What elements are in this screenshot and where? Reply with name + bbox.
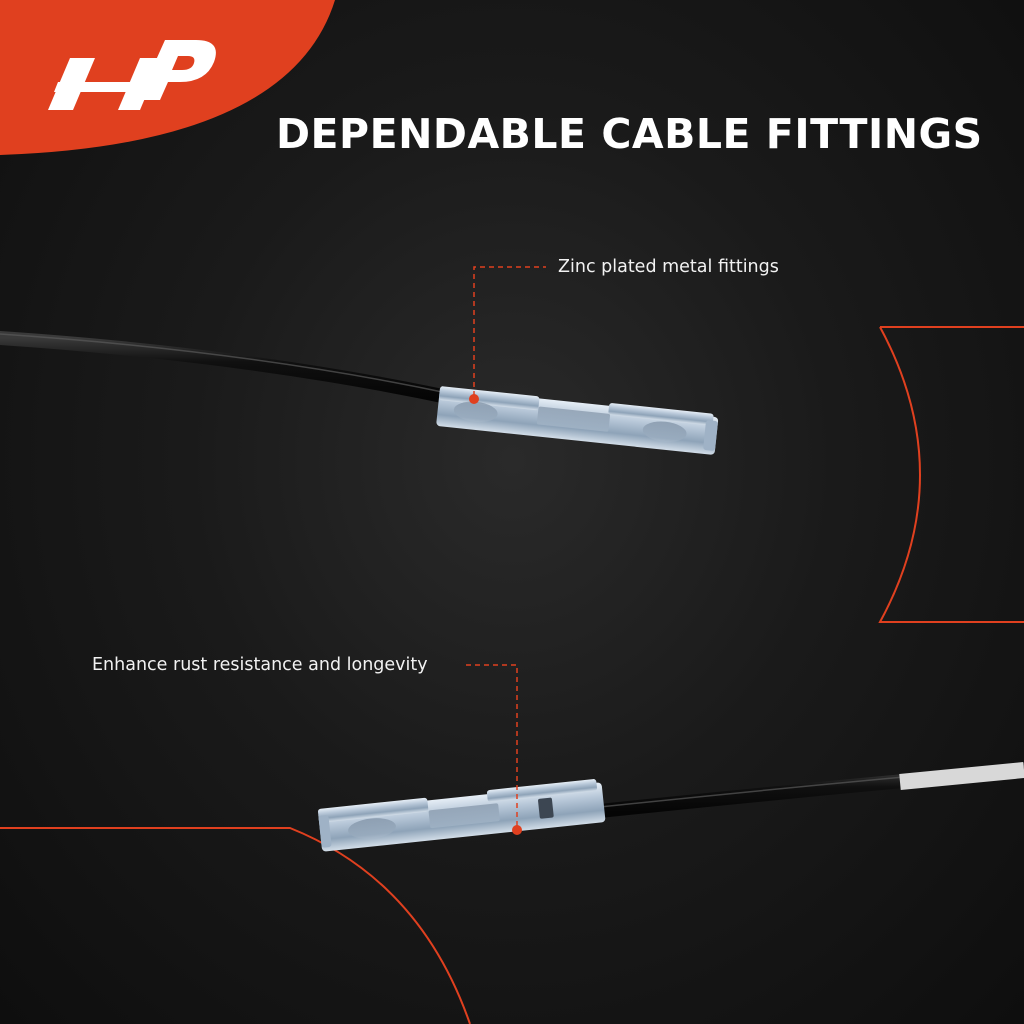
cable-sleeve [899, 762, 1024, 790]
upper-fitting [436, 386, 719, 455]
lower-callout-dot [512, 825, 522, 835]
brand-corner [0, 0, 335, 155]
upper-cable [0, 331, 459, 405]
headline: DEPENDABLE CABLE FITTINGS [276, 110, 983, 158]
upper-callout-dot [469, 394, 479, 404]
callout-label-rust-resistance: Enhance rust resistance and longevity [92, 655, 428, 675]
a-premium-logo-icon [48, 40, 216, 110]
upper-callout-leader [473, 266, 546, 396]
lower-fitting [317, 779, 606, 852]
callout-label-zinc-fittings: Zinc plated metal fittings [558, 257, 779, 277]
decor-arc-bottom-left [0, 827, 471, 1024]
decor-arc-right [878, 326, 1024, 623]
